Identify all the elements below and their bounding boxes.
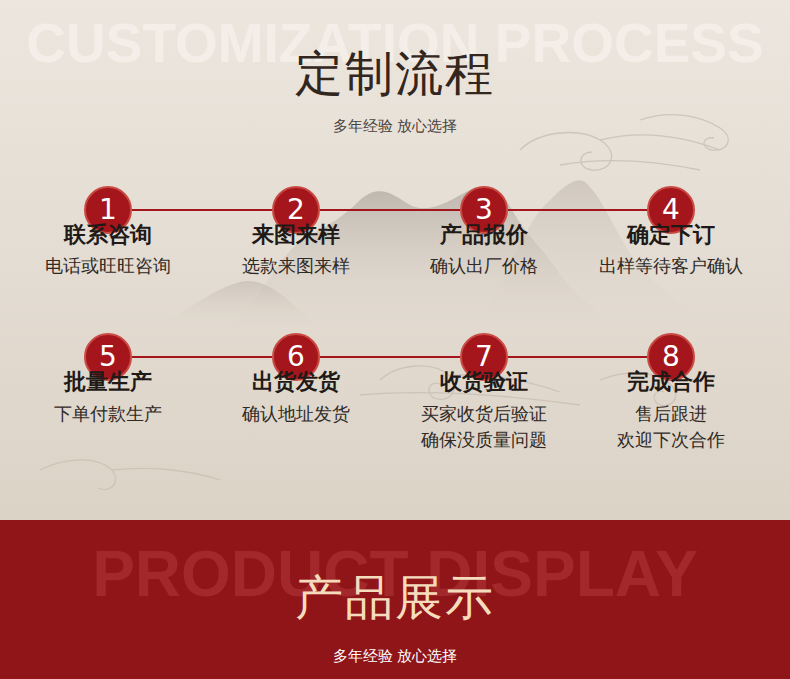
step-heading: 收货验证 xyxy=(440,369,528,395)
step-description: 售后跟进 欢迎下次合作 xyxy=(581,401,761,453)
subtitle: 多年经验 放心选择 xyxy=(0,118,790,135)
step-circle: 7收货验证买家收货后验证 确保没质量问题 xyxy=(460,333,508,381)
step-description: 选款来图来样 xyxy=(206,253,386,279)
step-heading: 联系咨询 xyxy=(64,222,152,248)
step-heading: 来图来样 xyxy=(252,222,340,248)
step-circle: 5批量生产下单付款生产 xyxy=(84,333,132,381)
step-circle: 1联系咨询电话或旺旺咨询 xyxy=(84,186,132,234)
paper-ground xyxy=(0,0,790,520)
step-heading: 批量生产 xyxy=(64,369,152,395)
step-description: 确认出厂价格 xyxy=(394,253,574,279)
step-description: 出样等待客户确认 xyxy=(581,253,761,279)
step-connector xyxy=(320,209,460,211)
step-description: 确认地址发货 xyxy=(206,401,386,427)
step-heading: 产品报价 xyxy=(440,222,528,248)
section-title: 产品展示 xyxy=(0,570,790,625)
step-description: 电话或旺旺咨询 xyxy=(18,253,198,279)
mountain-painting xyxy=(150,281,320,330)
step-circle: 8完成合作售后跟进 欢迎下次合作 xyxy=(647,333,695,381)
step-description: 买家收货后验证 确保没质量问题 xyxy=(394,401,574,453)
step-heading: 出货发货 xyxy=(252,369,340,395)
step-description: 下单付款生产 xyxy=(18,401,198,427)
step-heading: 确定下订 xyxy=(627,222,715,248)
step-heading: 完成合作 xyxy=(627,369,715,395)
page-title: 定制流程 xyxy=(0,46,790,101)
step-circle: 3产品报价确认出厂价格 xyxy=(460,186,508,234)
section-subtitle: 多年经验 放心选择 xyxy=(0,648,790,665)
step-circle: 4确定下订出样等待客户确认 xyxy=(647,186,695,234)
step-connector xyxy=(132,356,272,358)
step-connector xyxy=(132,209,272,211)
step-connector xyxy=(508,356,647,358)
step-connector xyxy=(320,356,460,358)
step-circle: 2来图来样选款来图来样 xyxy=(272,186,320,234)
step-connector xyxy=(508,209,647,211)
step-circle: 6出货发货确认地址发货 xyxy=(272,333,320,381)
